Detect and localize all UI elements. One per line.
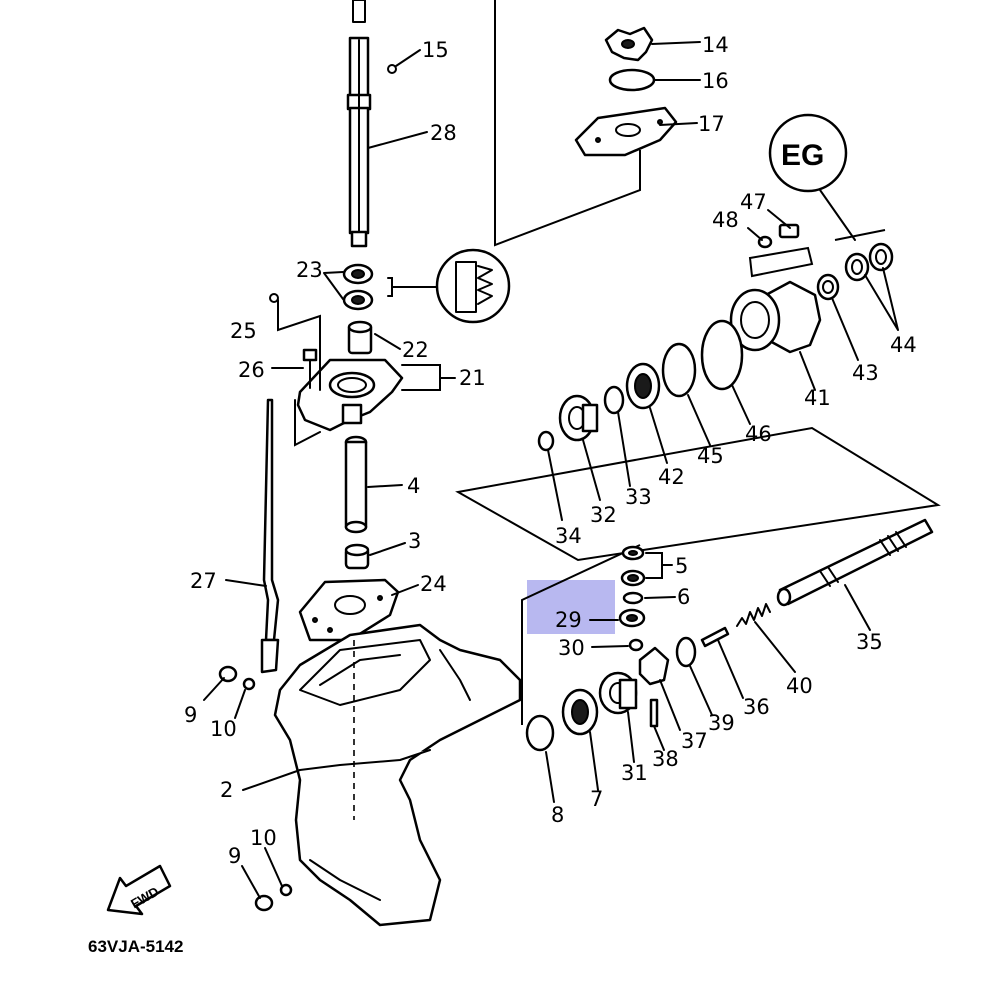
grommet-3[interactable] [344, 543, 370, 570]
bushing-43[interactable] [816, 273, 840, 301]
callout-25[interactable]: 25 [230, 319, 257, 343]
reverse-gear-32[interactable] [558, 394, 599, 442]
bearing-5[interactable] [620, 545, 646, 587]
bracket-47-48 [748, 246, 814, 278]
shift-rod-27[interactable] [260, 398, 280, 674]
water-tube-4[interactable] [344, 435, 368, 534]
dog-clutch-37[interactable] [638, 646, 670, 686]
seal-label: EG [781, 139, 824, 172]
grease-seal-icon: EG [768, 113, 856, 241]
callout-10-upper[interactable]: 10 [210, 717, 237, 741]
callout-33[interactable]: 33 [625, 485, 652, 509]
callout-7[interactable]: 7 [590, 787, 603, 811]
lower-casing-2[interactable] [273, 623, 522, 927]
bearing-detail-inset [387, 248, 511, 324]
bearing-housing-21[interactable] [296, 358, 404, 432]
callout-31[interactable]: 31 [621, 761, 648, 785]
bolt-9-lower[interactable] [254, 894, 274, 912]
callout-40[interactable]: 40 [786, 674, 813, 698]
callout-23[interactable]: 23 [296, 258, 323, 282]
propeller-shaft-housing-41[interactable] [729, 280, 822, 354]
bolt-26[interactable] [302, 348, 318, 389]
callout-30[interactable]: 30 [558, 636, 585, 660]
spring-40[interactable] [736, 603, 771, 627]
shift-group-line [521, 544, 641, 725]
callout-47[interactable]: 47 [740, 190, 767, 214]
pinion-29[interactable] [618, 608, 646, 628]
pump-group-line [494, 0, 641, 247]
callout-8[interactable]: 8 [551, 803, 564, 827]
callout-36[interactable]: 36 [743, 695, 770, 719]
forward-gear-31[interactable] [598, 671, 638, 715]
callout-9-lower[interactable]: 9 [228, 844, 241, 868]
callout-45[interactable]: 45 [697, 444, 724, 468]
diagram-code: 63VJA-5142 [88, 937, 183, 956]
bearing-7[interactable] [561, 688, 599, 736]
callout-5[interactable]: 5 [675, 554, 688, 578]
shim-8[interactable] [525, 714, 555, 752]
callout-34[interactable]: 34 [555, 524, 582, 548]
bearings-44[interactable] [834, 229, 894, 282]
group-outline-gear-set [455, 426, 941, 562]
callout-17[interactable]: 17 [698, 112, 725, 136]
propeller-shaft-35[interactable] [776, 518, 934, 607]
pin-36[interactable] [700, 626, 730, 648]
washer-10-upper[interactable] [242, 677, 256, 691]
bolt-47[interactable] [778, 223, 800, 239]
forward-direction-arrow: FWD [106, 864, 172, 916]
callout-16[interactable]: 16 [702, 69, 729, 93]
callout-26[interactable]: 26 [238, 358, 265, 382]
bearing-42[interactable] [625, 362, 661, 410]
drive-shaft[interactable] [346, 0, 372, 248]
impeller-14[interactable] [604, 26, 654, 62]
callout-14[interactable]: 14 [702, 33, 729, 57]
oring-45[interactable] [661, 342, 697, 398]
callout-39[interactable]: 39 [708, 711, 735, 735]
shim-33[interactable] [603, 385, 625, 415]
callout-22[interactable]: 22 [402, 338, 429, 362]
callout-37[interactable]: 37 [681, 729, 708, 753]
callout-29[interactable]: 29 [555, 608, 582, 632]
pump-plate-17[interactable] [574, 106, 678, 157]
leader-lines [203, 41, 899, 899]
callout-38[interactable]: 38 [652, 747, 679, 771]
callout-28[interactable]: 28 [430, 121, 457, 145]
callout-44[interactable]: 44 [890, 333, 917, 357]
oring-46[interactable] [700, 319, 744, 391]
oring-16[interactable] [608, 68, 656, 92]
callout-3[interactable]: 3 [408, 529, 421, 553]
callout-41[interactable]: 41 [804, 386, 831, 410]
callout-21[interactable]: 21 [459, 366, 486, 390]
oring-25[interactable] [269, 293, 279, 303]
nut-30[interactable] [628, 638, 644, 652]
bushing-22[interactable] [347, 320, 373, 355]
shim-34[interactable] [537, 430, 555, 452]
pin-38[interactable] [649, 698, 659, 728]
callout-numbers: 14 16 17 15 28 47 48 23 25 22 21 26 43 4… [184, 33, 917, 868]
washer-10-lower[interactable] [279, 883, 293, 897]
clip-39[interactable] [675, 636, 697, 668]
callout-48[interactable]: 48 [712, 208, 739, 232]
callout-27[interactable]: 27 [190, 569, 217, 593]
callout-46[interactable]: 46 [745, 422, 772, 446]
callout-43[interactable]: 43 [852, 361, 879, 385]
callout-42[interactable]: 42 [658, 465, 685, 489]
callout-4[interactable]: 4 [407, 474, 420, 498]
callout-2[interactable]: 2 [220, 778, 233, 802]
callout-35[interactable]: 35 [856, 630, 883, 654]
circlip-15[interactable] [387, 64, 397, 74]
shim-6[interactable] [622, 591, 644, 605]
callout-15[interactable]: 15 [422, 38, 449, 62]
callout-9-upper[interactable]: 9 [184, 703, 197, 727]
callout-10-lower[interactable]: 10 [250, 826, 277, 850]
callout-6[interactable]: 6 [677, 585, 690, 609]
highlight-box [527, 580, 615, 634]
gasket-24[interactable] [298, 578, 400, 642]
callout-24[interactable]: 24 [420, 572, 447, 596]
callout-32[interactable]: 32 [590, 503, 617, 527]
bearings-23[interactable] [342, 263, 374, 311]
